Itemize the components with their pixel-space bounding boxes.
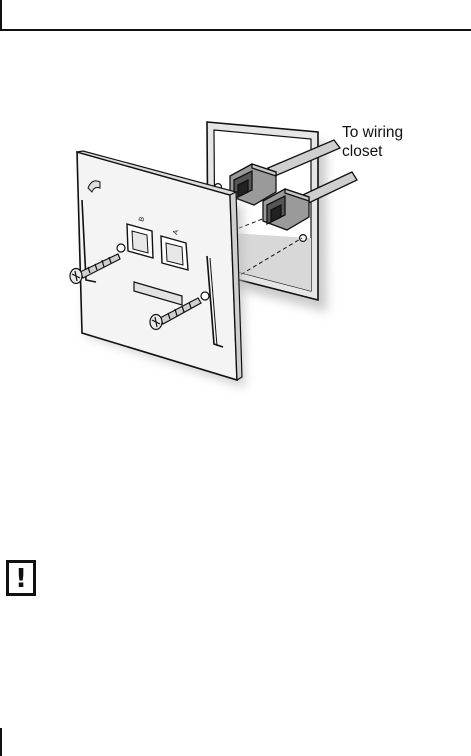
wall-plate-installation-figure: B A [0,0,471,420]
wiring-closet-callout: To wiring closet [342,123,403,161]
callout-line-1: To wiring [342,123,403,142]
warning-symbol: ! [9,566,33,592]
callout-line-2: closet [342,142,403,161]
margin-marker-bottom [0,728,2,756]
warning-exclamation-icon: ! [6,560,36,596]
